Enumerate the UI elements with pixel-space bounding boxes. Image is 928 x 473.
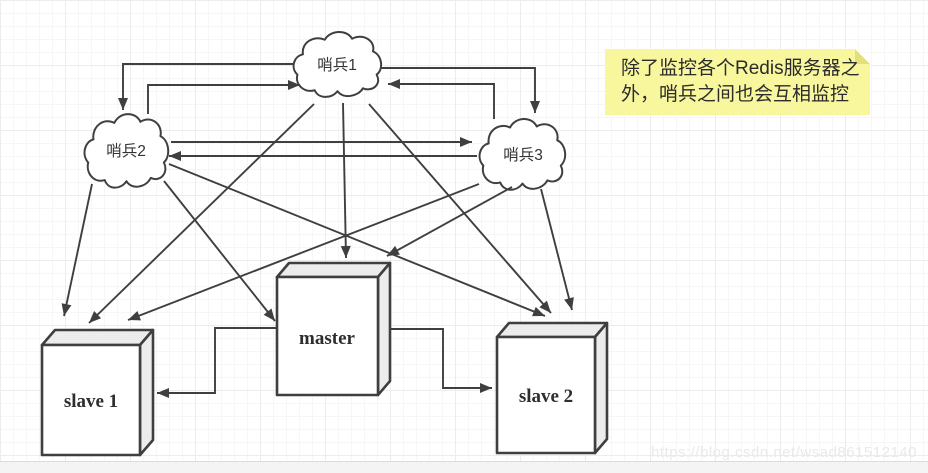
edge-sentinel1-sentinel3	[381, 67, 540, 113]
edge-sentinel2-master	[163, 180, 276, 322]
master-box-side-face	[376, 261, 392, 397]
note-line-2: 外，哨兵之间也会互相监控	[621, 84, 850, 105]
edge-sentinel3-slave2	[540, 188, 574, 311]
canvas-bottom-margin	[0, 462, 928, 473]
sentinel3-label: 哨兵3	[503, 146, 543, 164]
master-box-front-face	[275, 275, 380, 397]
edge-sentinel2-sentinel1	[147, 80, 300, 114]
edge-sentinel1-sentinel2	[118, 63, 293, 110]
node-slave1: slave 1	[40, 328, 155, 457]
slave1-label: slave 1	[64, 391, 118, 412]
sentinel2-cloud	[85, 114, 169, 188]
edge-sentinel2-slave2	[168, 163, 546, 317]
edge-master-slave2	[390, 328, 492, 393]
edge-sentinel1-slave1	[88, 103, 315, 324]
edge-sentinel1-master	[340, 102, 351, 259]
watermark-url: https://blog.csdn.net/wsad861512140	[650, 444, 917, 461]
master-box-top-face	[275, 261, 392, 279]
note-line-1: 除了监控各个Redis服务器之	[621, 58, 860, 79]
slave2-label: slave 2	[519, 386, 573, 407]
node-sentinel1: 哨兵1	[294, 32, 382, 97]
slave1-box-top-face	[40, 328, 155, 347]
node-master: master	[275, 261, 392, 397]
note-text: 除了监控各个Redis服务器之 外，哨兵之间也会互相监控	[621, 56, 862, 108]
edge-sentinel3-slave1	[127, 183, 480, 321]
node-slave2: slave 2	[495, 321, 609, 455]
sentinel1-label: 哨兵1	[317, 56, 357, 74]
annotation-note: 除了监控各个Redis服务器之 外，哨兵之间也会互相监控	[605, 49, 870, 115]
slave2-box-top-face	[495, 321, 609, 339]
canvas-bottom-edge	[0, 461, 928, 462]
edge-sentinel3-master	[386, 186, 513, 257]
edge-master-slave1	[157, 327, 277, 398]
node-sentinel2: 哨兵2	[85, 114, 169, 188]
edge-sentinel2-slave1	[61, 183, 93, 317]
node-sentinel3: 哨兵3	[480, 119, 566, 190]
edge-sentinel1-slave2	[368, 103, 552, 314]
slave1-box-front-face	[40, 343, 142, 457]
master-label: master	[299, 328, 355, 349]
sentinel2-label: 哨兵2	[106, 142, 146, 160]
slave2-box-side-face	[593, 321, 609, 455]
slave1-box-side-face	[138, 328, 155, 457]
sentinel1-cloud	[294, 32, 382, 97]
slave2-box-front-face	[495, 335, 597, 455]
edge-sentinel3-sentinel1	[388, 79, 495, 119]
sentinel3-cloud	[480, 119, 566, 190]
